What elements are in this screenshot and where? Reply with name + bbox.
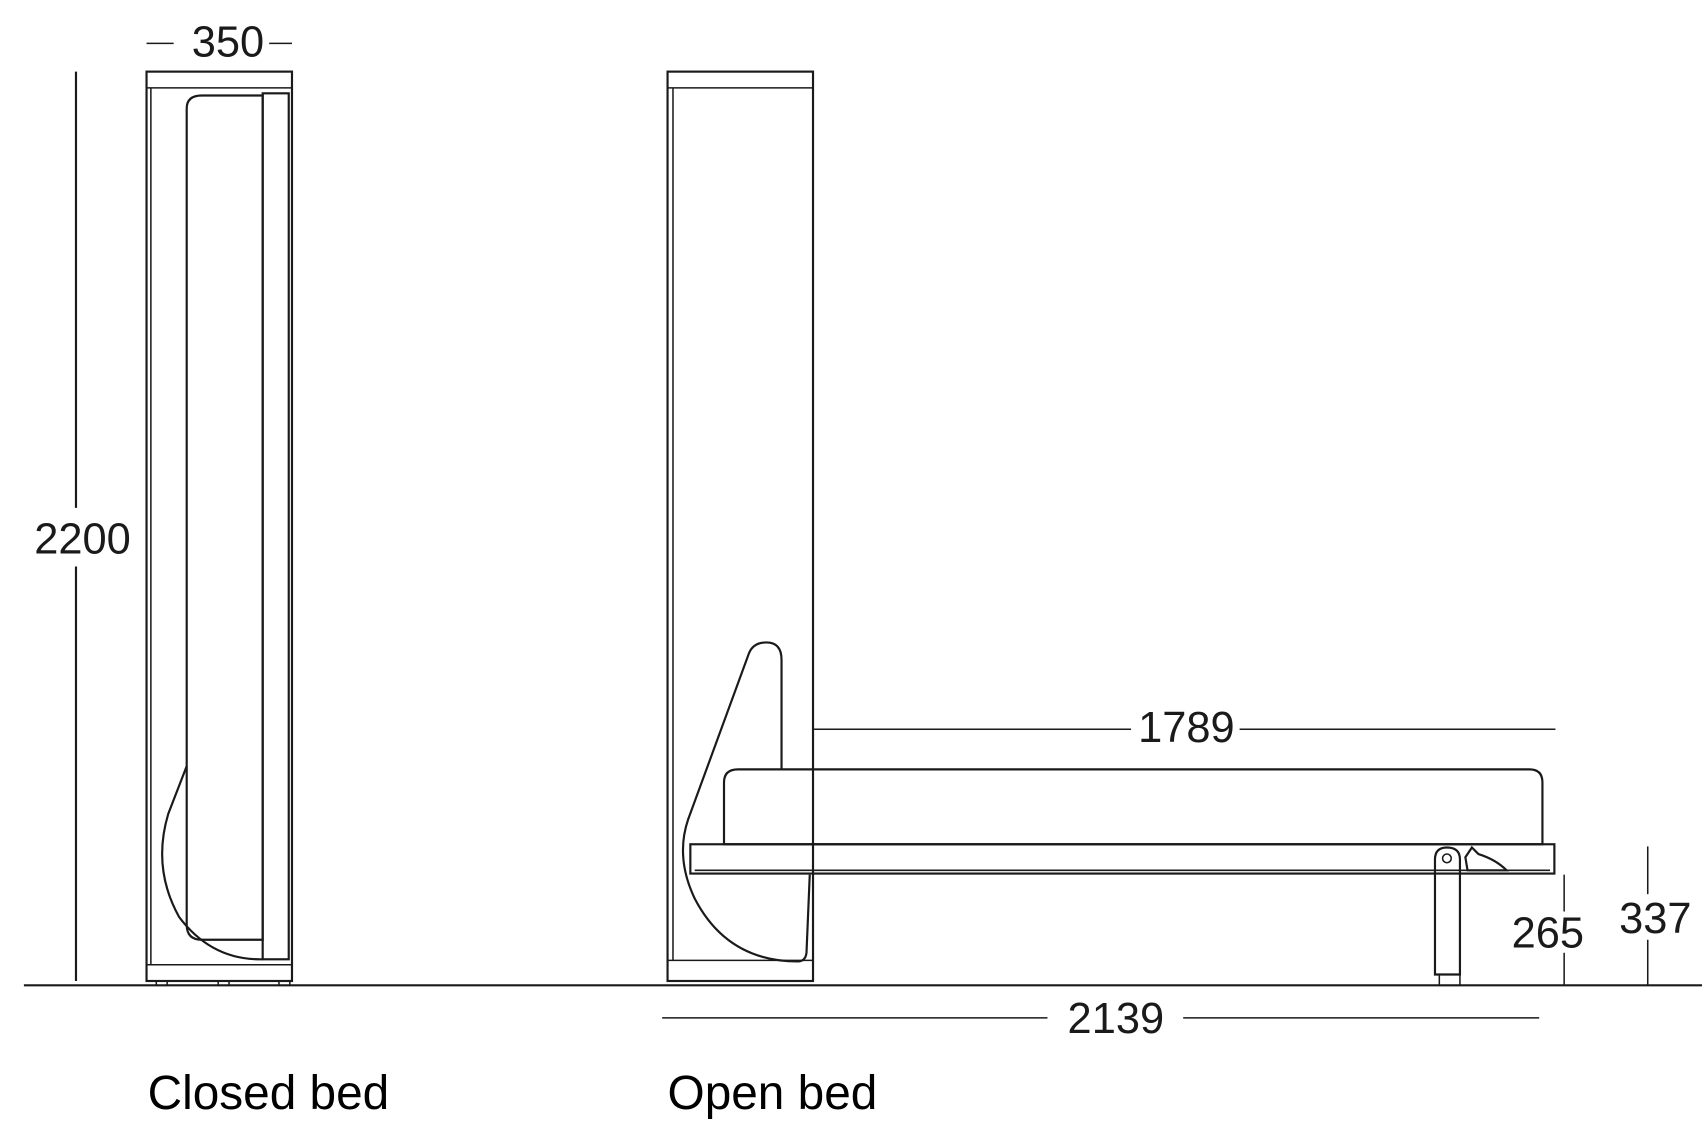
open-bed-drawing [666,70,1556,987]
bed-frame [689,843,1556,875]
leg [1433,846,1462,976]
closed-bed-label: Closed bed [148,1067,390,1120]
hinge [1464,845,1510,872]
dimension-337: 337 [1619,846,1692,986]
dimension-1789-label: 1789 [1138,704,1235,752]
open-bed-label: Open bed [668,1067,878,1120]
dimension-1789: 1789 [813,704,1556,752]
closed-bed-drawing [145,70,294,987]
dimension-350-label: 350 [192,18,264,66]
dimension-2200-label: 2200 [34,515,131,563]
dimension-337-label: 337 [1619,895,1691,943]
dimension-2139-label: 2139 [1068,995,1165,1043]
dimension-265: 265 [1512,874,1584,986]
dimension-2139: 2139 [662,995,1540,1043]
dimension-2200: 2200 [34,71,131,981]
dimension-265-label: 265 [1512,909,1584,957]
mattress [722,768,1544,846]
headboard [681,641,811,963]
dimension-350: 350 [146,18,292,66]
